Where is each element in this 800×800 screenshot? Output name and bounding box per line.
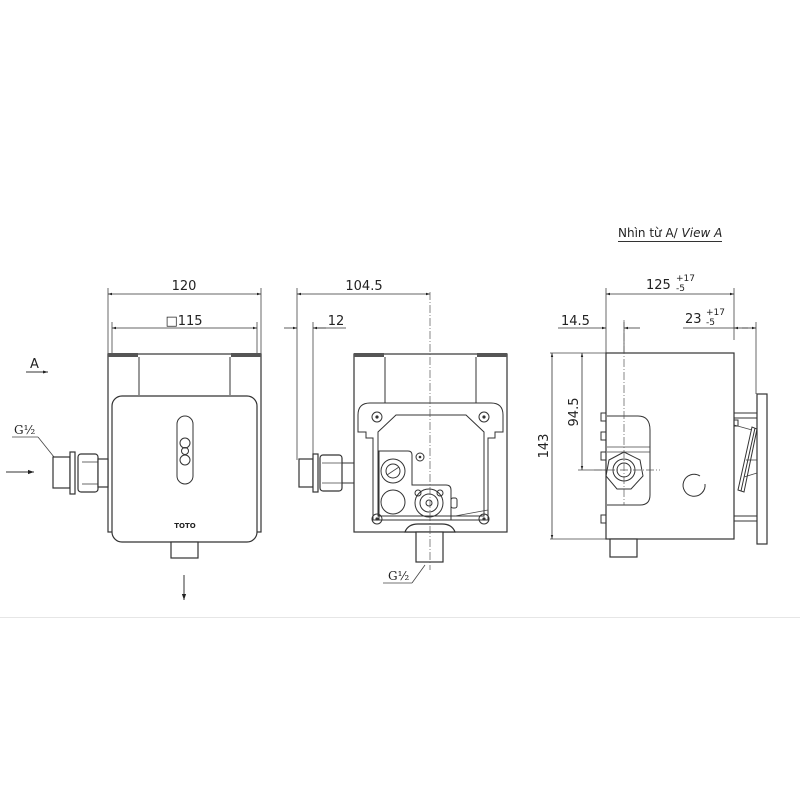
dim-inlet-height-94-5: 94.5 [567,398,582,427]
dim-flange-23: 23 [685,312,702,327]
side-view-a: 125 +17 -5 23 +17 -5 14.5 143 94.5 [537,274,768,558]
view-a-title: Nhìn từ A/ View A [618,226,723,242]
sensor-window-icon [176,415,194,485]
brand-logo: TOTO [174,522,196,530]
inlet-thread-label: G½ [14,423,35,437]
view-title-en: View A [681,226,723,240]
dim-inlet-offset-12: 12 [328,314,345,329]
bottom-separator [0,617,800,618]
view-marker-a: A [30,357,39,372]
dim-depth-104-5: 104.5 [345,279,382,294]
view-title-vi: Nhìn từ A/ [618,226,678,240]
dim-height-143: 143 [537,434,552,459]
dim-pipe-offset-14-5: 14.5 [561,314,590,329]
dim-total-depth-125: 125 [646,278,671,293]
dim-total-depth-tol-upper: +17 [676,274,695,284]
dim-cover-115: □115 [165,314,202,329]
dim-flange-tol-lower: -5 [706,318,715,328]
front-view: 120 □115 TOTO A G½ [6,279,262,600]
rear-view: 104.5 12 [284,279,508,584]
dim-total-depth-tol-lower: -5 [676,284,685,294]
outlet-thread-label: G½ [388,569,409,583]
dim-flange-tol-upper: +17 [706,308,725,318]
dim-width-120: 120 [172,279,197,294]
